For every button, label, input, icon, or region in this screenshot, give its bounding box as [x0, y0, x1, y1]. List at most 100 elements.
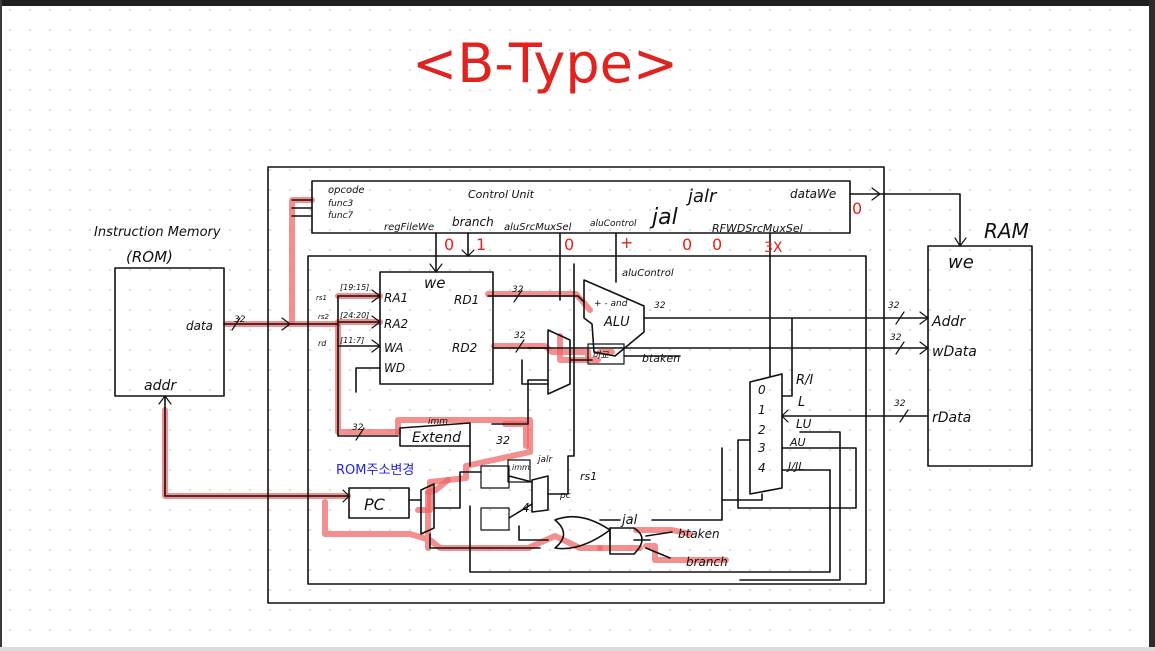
hl-pcadd-path	[415, 477, 451, 513]
ram-wdata: wData	[932, 344, 977, 360]
mux-port-4: 4	[758, 461, 766, 475]
alu-compare-box	[587, 343, 625, 365]
mux-jalr-sel	[531, 475, 549, 513]
alu-ops: + - and	[594, 299, 628, 309]
bus-width-rd1: 32	[512, 285, 524, 295]
val-rfwdsrcmuxsel: 3X	[764, 240, 783, 256]
bus-width-alu: 32	[654, 301, 666, 311]
sig-datawe: dataWe	[790, 187, 836, 201]
field-rs1-bits: [19:15]	[340, 283, 369, 292]
ram-addr: Addr	[931, 314, 966, 330]
hl-rd1-path	[485, 291, 593, 313]
mux-port-3: 3	[758, 441, 766, 455]
extend-imm: imm	[428, 417, 448, 427]
datapath-boundary	[307, 255, 867, 585]
cu-input-func3: func3	[328, 199, 354, 209]
bl-jal: jal	[620, 513, 638, 528]
cu-input-opcode: opcode	[328, 185, 365, 196]
regfile-wa: WA	[384, 341, 403, 355]
adder-pc-imm	[480, 465, 510, 489]
ram-box	[927, 245, 1033, 467]
arrowheads	[158, 187, 967, 503]
window-right-border	[1149, 0, 1155, 651]
regfile-rd2: RD2	[452, 341, 477, 355]
window-bottom-border	[0, 647, 1155, 651]
bus-width-extend: 32	[496, 434, 510, 447]
val-regfilewe: 0	[444, 235, 454, 254]
bus-width-rdata: 32	[894, 399, 906, 409]
alu-btaken: btaken	[642, 352, 680, 365]
bus-width-rd2: 32	[514, 331, 526, 341]
sig-alucontrol: aluControl	[590, 219, 637, 229]
bl-pc: pc	[559, 491, 571, 501]
sig-jal: jal	[649, 205, 678, 230]
window-left-border	[0, 0, 2, 651]
bus-width-instr: 32	[234, 315, 246, 325]
cu-input-func7: func7	[328, 211, 354, 221]
field-rd: rd	[318, 339, 327, 348]
bl-rs1: rs1	[580, 470, 597, 483]
pc-label: PC	[364, 495, 386, 514]
adder-pc-4	[480, 507, 510, 531]
bus-width-imm: 32	[352, 423, 364, 433]
mux-pc-sel	[420, 483, 435, 535]
pc-register-box	[348, 487, 410, 519]
regfile-rd1: RD1	[454, 293, 479, 307]
diagram-title: <B-Type>	[412, 32, 678, 95]
sig-regfilewe: regFileWe	[384, 222, 434, 233]
mux-in-au: AU	[789, 436, 806, 449]
bl-imm: imm	[512, 463, 530, 472]
alu-compare: 비교	[592, 350, 609, 361]
mux-in-lu: LU	[796, 417, 812, 431]
val-alucontrol: +	[620, 233, 633, 252]
val-datawe: 0	[852, 199, 862, 218]
bl-four: 4	[522, 501, 530, 515]
window-top-border	[0, 0, 1155, 6]
ram-rdata: rData	[932, 410, 971, 426]
bus-ticks	[231, 289, 909, 441]
imem-addr-port: addr	[144, 378, 177, 394]
hl-branch-gate	[597, 527, 729, 563]
sig-alusrcmuxsel: aluSrcMuxSel	[504, 222, 572, 233]
val-branch: 1	[476, 235, 486, 254]
cu-label: Control Unit	[468, 188, 535, 201]
imem-data-port: data	[186, 319, 213, 333]
mux-port-2: 2	[758, 423, 766, 437]
mux-in-ri: R/I	[796, 373, 813, 388]
val-jal: 0	[682, 235, 692, 254]
field-rd-bits: [11:7]	[340, 336, 364, 345]
ram-title: RAM	[984, 219, 1029, 243]
bl-jalr: jalr	[536, 455, 554, 465]
val-alusrcmuxsel: 0	[564, 235, 574, 254]
field-rs2-bits: [24:20]	[340, 311, 369, 320]
sig-jalr: jalr	[685, 186, 718, 207]
bl-btaken: btaken	[678, 527, 720, 541]
highlight-paths	[162, 197, 729, 563]
mux-in-l: L	[798, 395, 805, 410]
mux-port-0: 0	[758, 383, 766, 397]
imem-title: Instruction Memory	[94, 225, 221, 240]
regfile-we: we	[424, 274, 446, 292]
mux-port-1: 1	[758, 403, 766, 417]
cpu-boundary	[267, 166, 885, 604]
hl-addr-path	[162, 407, 351, 499]
regfile-ra1: RA1	[384, 291, 408, 305]
alu-src-mux	[547, 329, 571, 395]
outer-frames	[114, 166, 1033, 604]
sig-rfwdsrcmuxsel: RFWDSrcMuxSel	[712, 222, 803, 235]
regfile-ra2: RA2	[384, 317, 408, 331]
mux-rfwd	[749, 373, 783, 495]
extend-label: Extend	[412, 430, 461, 446]
hl-extend-out	[395, 417, 533, 495]
instruction-memory-box	[114, 267, 225, 397]
bl-branch: branch	[686, 555, 728, 569]
ram-we: we	[948, 252, 974, 273]
and-gate	[609, 527, 643, 555]
pc-note: ROM주소변경	[336, 463, 414, 478]
field-rs1: rs1	[316, 294, 327, 302]
sig-branch: branch	[452, 215, 494, 229]
hl-opcode-feed	[289, 197, 315, 325]
alu-ctrl-label: aluControl	[622, 268, 674, 279]
